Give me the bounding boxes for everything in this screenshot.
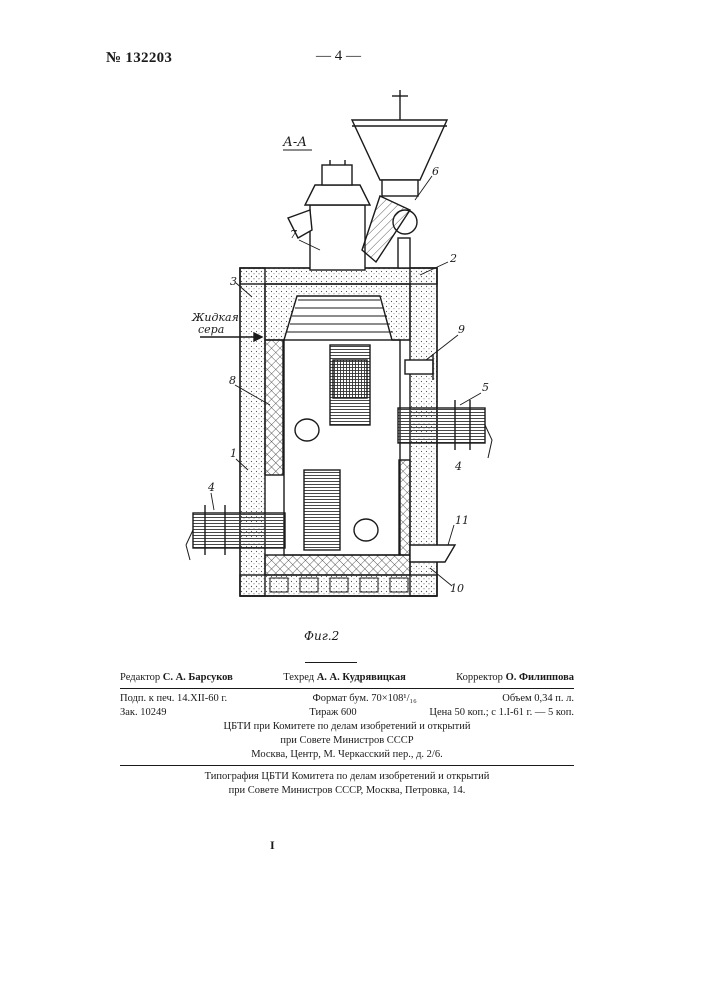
techred-credit: Техред А. А. Кудрявицкая — [283, 671, 406, 684]
price: Цена 50 коп.; с 1.I-61 г. — 5 коп. — [429, 706, 574, 719]
callout-2: 2 — [449, 252, 457, 265]
sight-glass-lower — [354, 519, 378, 541]
paper-format: Формат бум. 70×108¹/₁₆ — [313, 692, 417, 705]
publisher-line-2: при Совете Министров СССР — [120, 734, 574, 747]
footer-mark: I — [270, 838, 275, 853]
heater-left — [265, 340, 283, 475]
callout-9: 9 — [458, 323, 465, 336]
section-label: А-А — [282, 135, 307, 150]
callout-4-left: 4 — [207, 481, 215, 494]
sight-glass-upper — [295, 419, 319, 441]
inlet-label-line2: сера — [198, 323, 224, 336]
order-number: Зак. 10249 — [120, 706, 167, 719]
nozzle-9 — [405, 360, 433, 374]
volume: Объем 0,34 п. л. — [502, 692, 574, 705]
bottom-plate — [265, 555, 410, 575]
column-7 — [310, 205, 365, 270]
corrector-credit: Корректор О. Филиппова — [456, 671, 574, 684]
print-run: Тираж 600 — [309, 706, 356, 719]
callout-1: 1 — [230, 447, 237, 460]
callout-11: 11 — [455, 514, 469, 527]
packing-core — [333, 360, 367, 398]
heater-right — [399, 460, 410, 555]
editor-credit: Редактор С. А. Барсуков — [120, 671, 233, 684]
callout-4-right: 4 — [454, 460, 462, 473]
publisher-line-3: Москва, Центр, М. Черкасский пер., д. 2/… — [120, 748, 574, 761]
callout-10: 10 — [450, 582, 464, 595]
printer-line-2: при Совете Министров СССР, Москва, Петро… — [100, 784, 594, 797]
nozzle-left — [193, 513, 285, 548]
signed-date: Подп. к печ. 14.XII-60 г. — [120, 692, 227, 705]
callout-5: 5 — [482, 381, 489, 394]
outlet-11 — [410, 545, 455, 562]
print-info-row-2: Зак. 10249 Тираж 600 Цена 50 коп.; с 1.I… — [120, 706, 574, 719]
dome-steps — [287, 300, 393, 332]
technical-drawing: А-А Жидкая сера Фиг.2 1 2 3 4 4 5 6 7 8 … — [0, 0, 707, 660]
divider-credits — [120, 688, 574, 689]
divider-short — [305, 662, 357, 663]
credits-row: Редактор С. А. Барсуков Техред А. А. Куд… — [120, 671, 574, 684]
callout-3: 3 — [230, 275, 237, 288]
print-info-row-1: Подп. к печ. 14.XII-60 г. Формат бум. 70… — [120, 692, 574, 705]
printer-line-1: Типография ЦБТИ Комитета по делам изобре… — [100, 770, 594, 783]
figure-caption: Фиг.2 — [304, 629, 339, 643]
nozzle-right — [398, 408, 485, 443]
callout-7: 7 — [290, 228, 297, 241]
divider-printer — [120, 765, 574, 766]
publisher-line-1: ЦБТИ при Комитете по делам изобретений и… — [120, 720, 574, 733]
callout-6: 6 — [432, 165, 439, 178]
packing-lower — [304, 470, 340, 550]
callout-8: 8 — [229, 374, 236, 387]
